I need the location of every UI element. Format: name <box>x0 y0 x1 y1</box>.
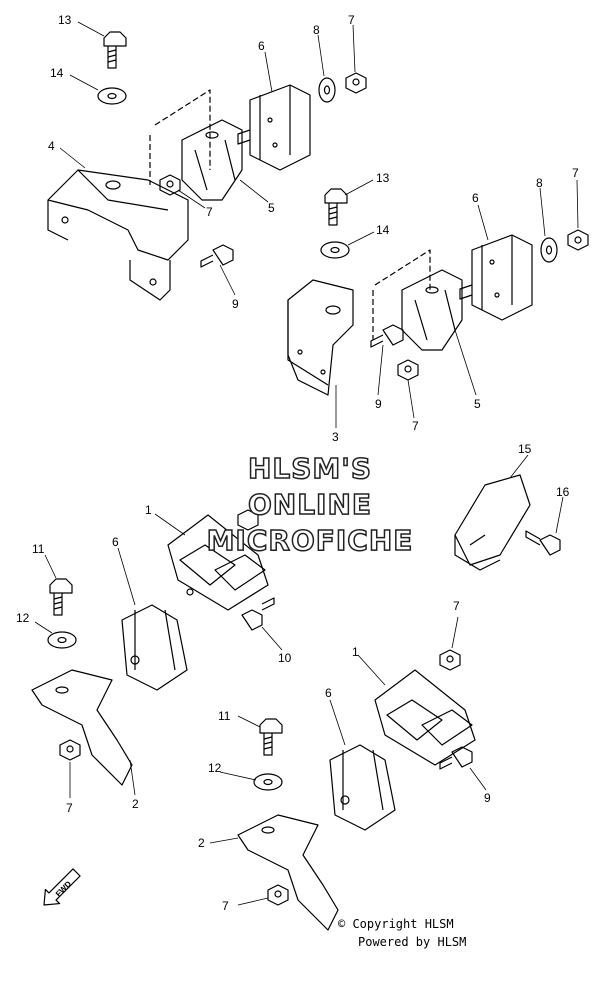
callout-9-a: 9 <box>232 297 239 311</box>
callout-11-b: 11 <box>218 709 231 723</box>
copyright-text: © Copyright HLSM <box>338 917 454 931</box>
watermark-line-3: MICROFICHE <box>206 523 414 558</box>
bolt-9-br <box>439 746 473 770</box>
screw-16 <box>525 530 561 556</box>
callout-16: 16 <box>556 485 570 499</box>
mount-1-br <box>374 669 476 766</box>
callout-9-c: 9 <box>484 791 491 805</box>
callout-12-b: 12 <box>208 761 222 775</box>
nut-7-left <box>159 174 181 196</box>
bracket-2-left <box>31 669 133 786</box>
washer-14-top <box>97 87 127 105</box>
callout-6-a: 6 <box>258 39 265 53</box>
callout-1-b: 1 <box>352 645 359 659</box>
nut-7-br2 <box>439 649 461 671</box>
bolt-10 <box>241 597 275 631</box>
callout-13-a: 13 <box>58 13 72 27</box>
callout-2-b: 2 <box>198 836 205 850</box>
callout-6-d: 6 <box>325 686 332 700</box>
mount-5-top <box>181 119 243 201</box>
rubber-mount-6-bl <box>121 604 188 691</box>
mount-1-bl <box>167 514 269 611</box>
callout-7-a: 7 <box>348 13 355 27</box>
callout-2-a: 2 <box>132 797 139 811</box>
bolt-13-mid <box>324 188 348 226</box>
callout-8-a: 8 <box>313 23 320 37</box>
watermark-line-1: HLSM'S <box>247 451 373 486</box>
watermark-line-2: ONLINE <box>247 487 373 522</box>
rubber-mount-6-top <box>237 84 311 171</box>
callout-1-a: 1 <box>145 503 152 517</box>
callout-11-a: 11 <box>32 542 45 556</box>
callout-7-g: 7 <box>222 899 229 913</box>
callout-5-b: 5 <box>474 397 481 411</box>
callout-14-b: 14 <box>376 223 390 237</box>
callout-7-c: 7 <box>572 166 579 180</box>
washer-8-top <box>318 77 336 103</box>
callout-4: 4 <box>48 139 55 153</box>
nut-7-bl <box>59 739 81 761</box>
rubber-mount-6-br <box>329 744 396 831</box>
rubber-block-15 <box>454 474 531 571</box>
leader-lines <box>34 21 579 906</box>
bolt-9-mid <box>370 324 404 348</box>
nut-on-mount-1 <box>237 509 259 531</box>
callout-14-a: 14 <box>50 66 64 80</box>
rubber-mount-6-mid <box>459 234 533 321</box>
callout-8-b: 8 <box>536 176 543 190</box>
callout-12-a: 12 <box>16 611 30 625</box>
nut-7-mid2 <box>397 359 419 381</box>
bolt-11-right <box>259 718 283 756</box>
washer-12-right <box>253 773 283 791</box>
nut-7-top <box>345 72 367 94</box>
washer-12-left <box>47 631 77 649</box>
callout-15: 15 <box>518 442 532 456</box>
bracket-2-right <box>237 814 339 931</box>
mount-5-mid <box>401 269 463 351</box>
washer-14-mid <box>320 241 350 259</box>
callout-13-b: 13 <box>376 171 390 185</box>
callout-10: 10 <box>278 651 292 665</box>
washer-8-mid <box>540 237 558 263</box>
callout-7-b: 7 <box>206 205 213 219</box>
bolt-9-top <box>200 244 234 268</box>
fwd-arrow-icon: FWD <box>43 868 81 906</box>
callout-6-b: 6 <box>472 191 479 205</box>
callout-3: 3 <box>332 430 339 444</box>
nut-7-br <box>267 884 289 906</box>
bracket-3 <box>287 279 354 396</box>
bracket-4 <box>47 169 189 301</box>
callout-5-a: 5 <box>268 201 275 215</box>
callout-7-f: 7 <box>453 599 460 613</box>
bolt-13-top <box>103 31 127 69</box>
callout-9-b: 9 <box>375 397 382 411</box>
callout-7-e: 7 <box>66 801 73 815</box>
nut-7-mid <box>567 229 589 251</box>
bolt-11-left <box>49 578 73 616</box>
callout-6-c: 6 <box>112 535 119 549</box>
powered-by-text: Powered by HLSM <box>358 935 467 949</box>
callout-7-d: 7 <box>412 419 419 433</box>
callout-labels: 13 14 4 6 8 7 7 5 9 13 14 6 8 7 9 7 5 3 … <box>16 13 579 913</box>
